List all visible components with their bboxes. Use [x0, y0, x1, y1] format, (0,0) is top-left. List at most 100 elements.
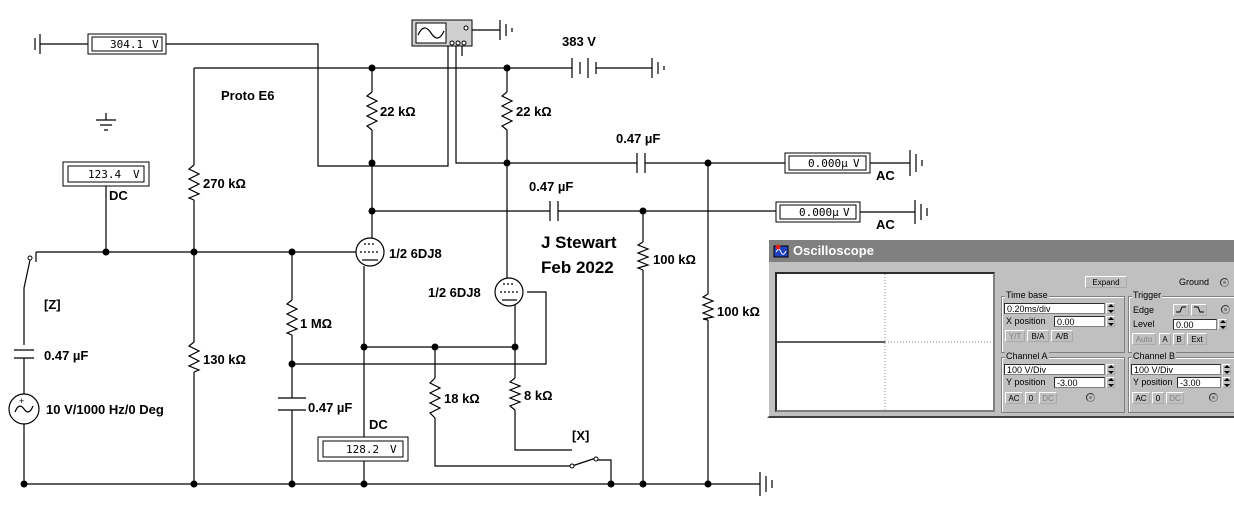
divider-voltmeter[interactable]: 123.4 V: [62, 161, 150, 187]
rising-edge-button[interactable]: [1173, 304, 1189, 316]
channel-a-zero-button[interactable]: 0: [1025, 392, 1037, 404]
circuit-title-label: Proto E6: [221, 88, 274, 103]
r-cathode-2-label: 8 kΩ: [524, 388, 553, 403]
resistor-symbols: [187, 91, 716, 419]
x-position-label: X position: [1006, 316, 1046, 326]
oscilloscope-instrument-icon[interactable]: [411, 19, 473, 47]
x-position-spinner[interactable]: [1106, 316, 1115, 327]
trigger-ext-button[interactable]: Ext: [1187, 333, 1207, 345]
switch-x-label: [X]: [572, 428, 589, 443]
trigger-group-label: Trigger: [1132, 290, 1163, 300]
time-base-group: Time base 0.20ms/div X position 0.00 Y/T…: [1001, 290, 1125, 353]
level-label: Level: [1133, 319, 1155, 329]
supply-voltage-label: 383 V: [562, 34, 596, 49]
ground-terminal[interactable]: [1220, 278, 1229, 287]
channel-b-scale-value[interactable]: 100 V/Div: [1131, 364, 1221, 375]
divider-voltmeter-value: 123.4: [88, 168, 121, 181]
level-spinner[interactable]: [1218, 319, 1227, 330]
cathode-voltmeter-mode: DC: [369, 417, 388, 432]
top-voltmeter-unit: V: [152, 38, 159, 51]
author-label: J Stewart: [541, 233, 617, 252]
channel-a-y-position-value[interactable]: -3.00: [1054, 377, 1105, 388]
ac-voltmeter-1-unit: V: [853, 157, 860, 170]
switch-z-label: [Z]: [44, 297, 61, 312]
ac-voltmeter-2-value: 0.000µ: [799, 206, 839, 219]
channel-a-dc-button[interactable]: DC: [1039, 392, 1057, 404]
channel-a-group: Channel A 100 V/Div Y position -3.00 AC …: [1001, 351, 1125, 413]
date-label: Feb 2022: [541, 258, 614, 277]
tube-2-symbol: [494, 277, 524, 307]
junctions: [20, 64, 712, 488]
r-load-1-label: 100 kΩ: [653, 252, 696, 267]
tube-1-label: 1/2 6DJ8: [389, 246, 442, 261]
r-bottom-divider-label: 130 kΩ: [203, 352, 246, 367]
x-position-value[interactable]: 0.00: [1054, 316, 1105, 327]
ac-voltmeter-2-mode: AC: [876, 217, 895, 232]
level-value[interactable]: 0.00: [1173, 319, 1217, 330]
divider-voltmeter-unit: V: [133, 168, 140, 181]
channel-a-scale-value[interactable]: 100 V/Div: [1004, 364, 1105, 375]
channel-b-ac-button[interactable]: AC: [1132, 392, 1150, 404]
r-plate-2-label: 22 kΩ: [516, 104, 552, 119]
time-base-value[interactable]: 0.20ms/div: [1004, 303, 1105, 314]
ac-voltmeter-2[interactable]: 0.000µ V: [775, 201, 861, 223]
channel-a-scale-spinner[interactable]: [1106, 364, 1115, 375]
channel-a-ac-button[interactable]: AC: [1005, 392, 1023, 404]
channel-b-y-position-spinner[interactable]: [1222, 377, 1231, 388]
c-out-2-label: 0.47 µF: [529, 179, 573, 194]
oscilloscope-grid: [777, 274, 993, 410]
falling-edge-button[interactable]: [1191, 304, 1207, 316]
c-out-1-label: 0.47 µF: [616, 131, 660, 146]
channel-a-group-label: Channel A: [1005, 351, 1049, 361]
cathode-voltmeter[interactable]: 128.2 V: [317, 436, 409, 462]
channel-a-y-position-spinner[interactable]: [1106, 377, 1115, 388]
trigger-a-button[interactable]: A: [1159, 333, 1171, 345]
falling-edge-icon: [1194, 306, 1204, 313]
channel-a-terminal[interactable]: [1086, 393, 1095, 402]
channel-b-scale-spinner[interactable]: [1222, 364, 1231, 375]
svg-text:+: +: [19, 396, 24, 406]
r-grid-label: 1 MΩ: [300, 316, 332, 331]
channel-a-y-position-label: Y position: [1006, 377, 1046, 387]
oscilloscope-titlebar[interactable]: Oscilloscope: [769, 240, 1234, 262]
channel-b-group-label: Channel B: [1132, 351, 1177, 361]
trigger-group: Trigger Edge Level 0.00 Auto A B Ext: [1128, 290, 1234, 353]
trigger-auto-button[interactable]: Auto: [1132, 333, 1156, 345]
ba-button[interactable]: B/A: [1027, 330, 1049, 342]
edge-label: Edge: [1133, 305, 1155, 315]
r-load-2-label: 100 kΩ: [717, 304, 760, 319]
ground-label: Ground: [1179, 277, 1210, 287]
yt-button[interactable]: Y/T: [1005, 330, 1025, 342]
cathode-voltmeter-unit: V: [390, 443, 397, 456]
top-voltmeter[interactable]: 304.1 V: [87, 33, 167, 55]
channel-b-y-position-value[interactable]: -3.00: [1177, 377, 1221, 388]
ac-voltmeter-1-mode: AC: [876, 168, 895, 183]
capacitor-symbols: [549, 153, 646, 221]
channel-b-terminal[interactable]: [1209, 393, 1218, 402]
r-plate-1-label: 22 kΩ: [380, 104, 416, 119]
ac-voltmeter-2-unit: V: [843, 206, 850, 219]
oscilloscope-app-icon: [773, 244, 789, 258]
channel-b-zero-button[interactable]: 0: [1152, 392, 1164, 404]
time-base-group-label: Time base: [1005, 290, 1049, 300]
oscilloscope-screen: [775, 272, 995, 412]
c-input-label: 0.47 µF: [44, 348, 88, 363]
divider-voltmeter-mode: DC: [109, 188, 128, 203]
ab-button[interactable]: A/B: [1051, 330, 1073, 342]
channel-b-dc-button[interactable]: DC: [1166, 392, 1184, 404]
expand-button[interactable]: Expand: [1085, 276, 1127, 288]
cathode-voltmeter-value: 128.2: [346, 443, 379, 456]
channel-b-y-position-label: Y position: [1133, 377, 1173, 387]
channel-b-group: Channel B 100 V/Div Y position -3.00 AC …: [1128, 351, 1234, 413]
ac-voltmeter-1[interactable]: 0.000µ V: [784, 152, 871, 174]
r-top-divider-label: 270 kΩ: [203, 176, 246, 191]
time-base-spinner[interactable]: [1106, 303, 1115, 314]
trigger-terminal[interactable]: [1221, 305, 1230, 314]
trigger-b-button[interactable]: B: [1173, 333, 1185, 345]
ac-voltmeter-1-value: 0.000µ: [808, 157, 848, 170]
tube-1-symbol: [355, 237, 385, 267]
oscilloscope-window[interactable]: Oscilloscope Expand Ground Time base 0.2…: [767, 238, 1234, 418]
tube-2-label: 1/2 6DJ8: [428, 285, 481, 300]
c-grid-bypass-label: 0.47 µF: [308, 400, 352, 415]
